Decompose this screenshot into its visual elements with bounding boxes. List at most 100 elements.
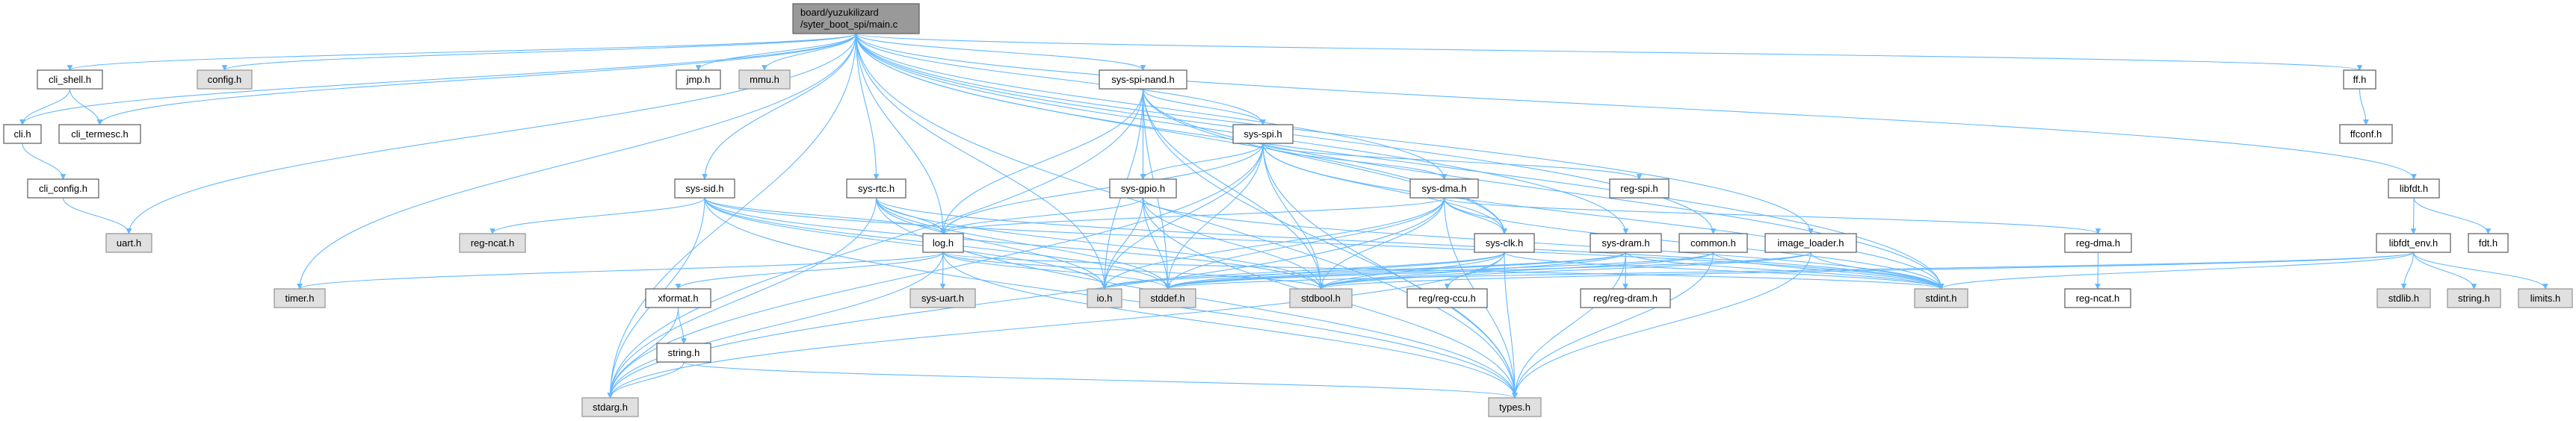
node-box (2518, 288, 2573, 308)
edge-main-to-jmp (695, 33, 857, 71)
node-sys-sid[interactable]: sys-sid.h (674, 178, 735, 199)
node-label: io.h (1097, 293, 1113, 304)
node-stdint[interactable]: stdint.h (1914, 288, 1968, 308)
node-cli-termesc[interactable]: cli_termesc.h (58, 124, 141, 144)
edge-sys_dma-to-log (940, 197, 1445, 234)
edge-sys_gpio-to-stddef (1142, 197, 1171, 290)
edge-sys_gpio-to-log (940, 197, 1144, 234)
node-label: stdbool.h (1301, 293, 1341, 304)
node-common[interactable]: common.h (1678, 233, 1748, 253)
node-timer[interactable]: timer.h (274, 288, 326, 308)
edge-sys_spi-to-sys_gpio (1140, 143, 1264, 180)
node-box (1087, 288, 1122, 308)
node-sys-clk[interactable]: sys-clk.h (1474, 233, 1535, 253)
node-box (1409, 178, 1479, 199)
node-cli-shell[interactable]: cli_shell.h (37, 69, 103, 90)
edge-main-to-config (221, 33, 857, 71)
node-box (922, 233, 964, 253)
edge-main-to-cli (19, 33, 857, 125)
edge-common-to-stddef (1164, 252, 1714, 290)
node-label: libfdt_env.h (2389, 237, 2438, 249)
node-stdarg[interactable]: stdarg.h (581, 397, 639, 417)
node-box (1099, 69, 1187, 90)
node-box (2376, 288, 2431, 308)
node-label: jmp.h (686, 74, 711, 85)
node-cli[interactable]: cli.h (3, 124, 42, 144)
node-label: board/yuzukilizard (800, 7, 879, 18)
edge-sys_dma-to-reg_dma (1443, 197, 2101, 234)
edge-libfdt_env-to-stddef (1165, 252, 2415, 290)
node-sys-spi-nand[interactable]: sys-spi-nand.h (1099, 69, 1187, 90)
node-limits[interactable]: limits.h (2518, 288, 2573, 308)
node-label: image_loader.h (1778, 237, 1844, 249)
node-stdbool[interactable]: stdbool.h (1289, 288, 1353, 308)
node-uart[interactable]: uart.h (105, 233, 152, 253)
node-stdlib[interactable]: stdlib.h (2376, 288, 2431, 308)
node-label: common.h (1690, 237, 1736, 249)
edge-sys_rtc-to-stdint (875, 197, 1945, 290)
node-box (197, 69, 253, 90)
edge-log-to-stdbool (942, 252, 1324, 290)
node-jmp[interactable]: jmp.h (676, 69, 721, 90)
node-libfdt[interactable]: libfdt.h (2388, 178, 2440, 199)
node-fdt[interactable]: fdt.h (2468, 233, 2509, 253)
node-main[interactable]: board/yuzukilizard/syter_boot_spi/main.c (792, 3, 920, 34)
node-io[interactable]: io.h (1087, 288, 1122, 308)
node-string-sys[interactable]: string.h (2447, 288, 2501, 308)
node-sys-uart[interactable]: sys-uart.h (909, 288, 976, 308)
node-reg-dma[interactable]: reg-dma.h (2064, 233, 2132, 253)
node-image-loader[interactable]: image_loader.h (1764, 233, 1857, 253)
node-label: uart.h (117, 237, 141, 249)
node-mmu[interactable]: mmu.h (738, 69, 791, 90)
node-sys-spi[interactable]: sys-spi.h (1232, 124, 1294, 144)
node-log[interactable]: log.h (922, 233, 964, 253)
node-sys-rtc[interactable]: sys-rtc.h (846, 178, 906, 199)
node-box (792, 3, 920, 34)
node-reg-ncat[interactable]: reg-ncat.h (2064, 288, 2131, 308)
edge-sys_clk-to-stdbool (1318, 252, 1505, 290)
node-reg-dram[interactable]: reg/reg-dram.h (1580, 288, 1671, 308)
node-box (645, 288, 711, 308)
node-box (676, 69, 721, 90)
node-ff[interactable]: ff.h (2343, 69, 2376, 90)
edge-libfdt_env-to-limits (2412, 252, 2548, 290)
node-sys-dram[interactable]: sys-dram.h (1590, 233, 1662, 253)
node-reg-ccu[interactable]: reg/reg-ccu.h (1406, 288, 1488, 308)
edge-sys_dma-to-io (1102, 197, 1445, 290)
node-box (1139, 288, 1196, 308)
edge-sys_spi_nand-to-stdint (1142, 88, 1945, 290)
edge-main-to-cli_shell (67, 33, 857, 71)
edge-sys_gpio-to-io (1102, 197, 1144, 290)
node-label: limits.h (2530, 293, 2560, 304)
node-label: sys-spi.h (1244, 128, 1282, 140)
edge-log-to-timer (297, 252, 944, 290)
node-types[interactable]: types.h (1488, 397, 1542, 417)
edge-main-to-timer (297, 33, 857, 290)
node-box (2343, 69, 2376, 90)
node-box (2388, 178, 2440, 199)
node-stddef[interactable]: stddef.h (1139, 288, 1196, 308)
node-libfdt-env[interactable]: libfdt_env.h (2376, 233, 2451, 253)
node-label: mmu.h (750, 74, 779, 85)
node-ffconf[interactable]: ffconf.h (2339, 124, 2393, 144)
node-label: cli.h (13, 128, 31, 140)
node-reg-spi[interactable]: reg-spi.h (1609, 178, 1670, 199)
edge-libfdt_env-to-stdlib (2400, 252, 2415, 290)
node-label: string.h (2458, 293, 2490, 304)
node-sys-gpio[interactable]: sys-gpio.h (1109, 178, 1177, 199)
node-reg-ncat-ext[interactable]: reg-ncat.h (459, 233, 526, 253)
node-string-local[interactable]: string.h (656, 343, 711, 363)
edge-sys_spi_nand-to-log (940, 88, 1144, 234)
node-box (2339, 124, 2393, 144)
node-label: /syter_boot_spi/main.c (800, 19, 898, 30)
edge-sys_spi-to-log (940, 143, 1264, 234)
node-xformat[interactable]: xformat.h (645, 288, 711, 308)
edge-sys_spi-to-stdbool (1262, 143, 1324, 290)
node-sys-dma[interactable]: sys-dma.h (1409, 178, 1479, 199)
node-box (3, 124, 42, 144)
node-cli-config[interactable]: cli_config.h (27, 178, 99, 199)
node-box (1406, 288, 1488, 308)
node-label: stdarg.h (593, 402, 628, 413)
node-label: sys-uart.h (921, 293, 964, 304)
node-config[interactable]: config.h (197, 69, 253, 90)
